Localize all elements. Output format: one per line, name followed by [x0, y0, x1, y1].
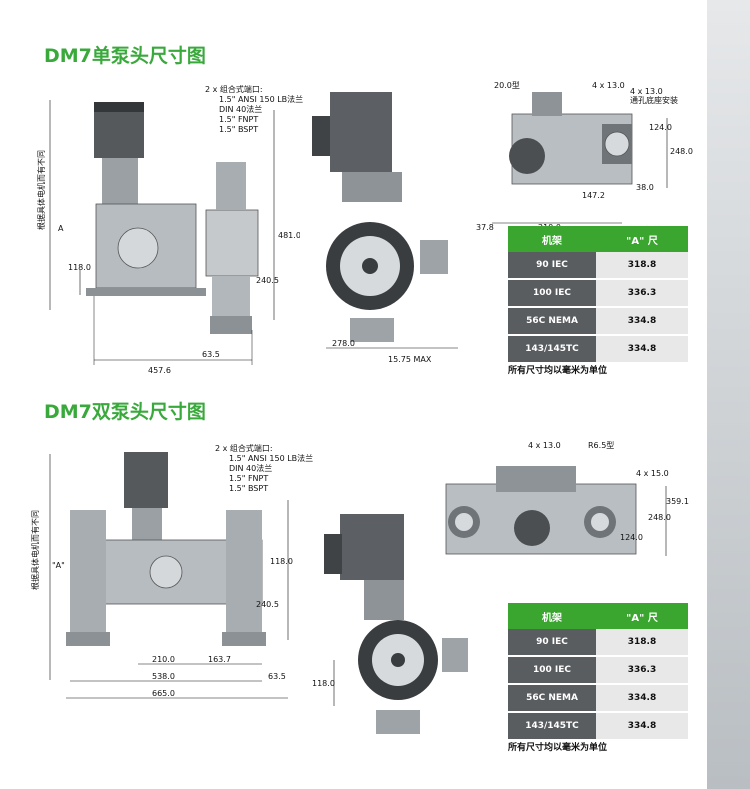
double-dim-2405: 240.5	[256, 600, 279, 609]
single-dim-118: 118.0	[68, 263, 91, 272]
table-cell: 56C NEMA	[508, 307, 596, 336]
table-cell: 334.8	[596, 335, 688, 364]
table-cell: 336.3	[596, 279, 688, 308]
right-gradient-bar	[707, 0, 750, 789]
single-dim-378: 37.8	[476, 223, 494, 232]
port-note-line: 1.5" FNPT	[219, 115, 259, 124]
single-top-view: 20.0型 4 x 13.0 4 x 13.0 通孔底座安装 124.0 248…	[476, 81, 693, 232]
single-side-view: 根据具体电机而有不同 A 118.0 457.6 481.0 240.5 63.…	[36, 100, 300, 375]
double-head-title: DM7双泵头尺寸图	[44, 401, 206, 423]
table-header-a: "A" 尺	[596, 226, 688, 252]
table-cell: 334.8	[596, 684, 688, 713]
double-dim-118: 118.0	[270, 557, 293, 566]
table-header-frame: 机架	[508, 226, 596, 252]
table-cell: 100 IEC	[508, 656, 596, 685]
port-note-line: 1.5" FNPT	[229, 474, 269, 483]
single-dim-4x13: 4 x 13.0	[592, 81, 625, 90]
single-dim-248: 248.0	[670, 147, 693, 156]
port-note-line: 1.5" BSPT	[219, 125, 259, 134]
table-cell: 336.3	[596, 656, 688, 685]
single-dim-1575: 15.75 MAX	[388, 355, 432, 364]
single-dim-124: 124.0	[649, 123, 672, 132]
double-dim-118b: 118.0	[312, 679, 335, 688]
double-dim-4x15: 4 x 15.0	[636, 469, 669, 478]
double-dim-635: 63.5	[268, 672, 286, 681]
table-cell: 90 IEC	[508, 252, 596, 280]
single-unit-note: 所有尺寸均以毫米为单位	[508, 366, 608, 376]
single-front-view: 278.0 15.75 MAX	[312, 92, 458, 364]
table-header-a: "A" 尺	[596, 603, 688, 629]
table-cell: 56C NEMA	[508, 684, 596, 713]
port-note-line: DIN 40法兰	[229, 464, 273, 473]
single-dim-635: 63.5	[202, 350, 220, 359]
single-port-note: 2 x 组合式端口: 1.5" ANSI 150 LB法兰 DIN 40法兰 1…	[205, 85, 303, 135]
table-cell: 334.8	[596, 307, 688, 336]
table-cell: 143/145TC	[508, 712, 596, 741]
single-dim-4576: 457.6	[148, 366, 171, 375]
table-cell: 143/145TC	[508, 335, 596, 364]
single-dim-20: 20.0型	[494, 81, 520, 90]
table-cell: 100 IEC	[508, 279, 596, 308]
single-dim-278: 278.0	[332, 339, 355, 348]
single-mount-note: 通孔底座安装	[630, 95, 678, 105]
double-dim-4x13: 4 x 13.0	[528, 441, 561, 450]
double-dim-124: 124.0	[620, 533, 643, 542]
double-port-note: 2 x 组合式端口: 1.5" ANSI 150 LB法兰 DIN 40法兰 1…	[215, 444, 313, 494]
double-top-view: 4 x 13.0 R6.5型 4 x 15.0 359.1 248.0 124.…	[445, 441, 689, 556]
port-note-line: 2 x 组合式端口:	[205, 85, 263, 94]
port-note-line: 1.5" ANSI 150 LB法兰	[229, 454, 314, 463]
table-header-frame: 机架	[508, 603, 596, 629]
double-unit-note: 所有尺寸均以毫米为单位	[508, 743, 608, 753]
port-note-line: 1.5" BSPT	[229, 484, 269, 493]
port-note-line: 2 x 组合式端口:	[215, 444, 273, 453]
double-dim-r65: R6.5型	[588, 441, 614, 450]
single-dim-2405: 240.5	[256, 276, 279, 285]
table-cell: 318.8	[596, 252, 688, 280]
double-dim-1637: 163.7	[208, 655, 231, 664]
single-dim-1472: 147.2	[582, 191, 605, 200]
double-dim-665: 665.0	[152, 689, 175, 698]
double-dim-248: 248.0	[648, 513, 671, 522]
single-dim-a: A	[58, 224, 64, 233]
double-dim-a: "A"	[52, 561, 65, 570]
table-cell: 318.8	[596, 629, 688, 657]
double-front-view: 118.0	[312, 514, 468, 734]
port-note-line: 1.5" ANSI 150 LB法兰	[219, 95, 304, 104]
single-dim-4x13b: 4 x 13.0	[630, 87, 663, 96]
double-dim-210: 210.0	[152, 655, 175, 664]
table-cell: 90 IEC	[508, 629, 596, 657]
single-head-title: DM7单泵头尺寸图	[44, 45, 206, 67]
single-side-label: 根据具体电机而有不同	[36, 150, 46, 230]
table-cell: 334.8	[596, 712, 688, 741]
single-dim-38: 38.0	[636, 183, 654, 192]
single-dim-481: 481.0	[278, 231, 300, 240]
double-dim-538: 538.0	[152, 672, 175, 681]
double-dim-3591: 359.1	[666, 497, 689, 506]
double-side-view: 根据具体电机而有不同 "A" 118.0 240.5 210.0 163.7 5…	[30, 452, 293, 699]
double-side-label: 根据具体电机而有不同	[30, 510, 40, 590]
port-note-line: DIN 40法兰	[219, 105, 263, 114]
